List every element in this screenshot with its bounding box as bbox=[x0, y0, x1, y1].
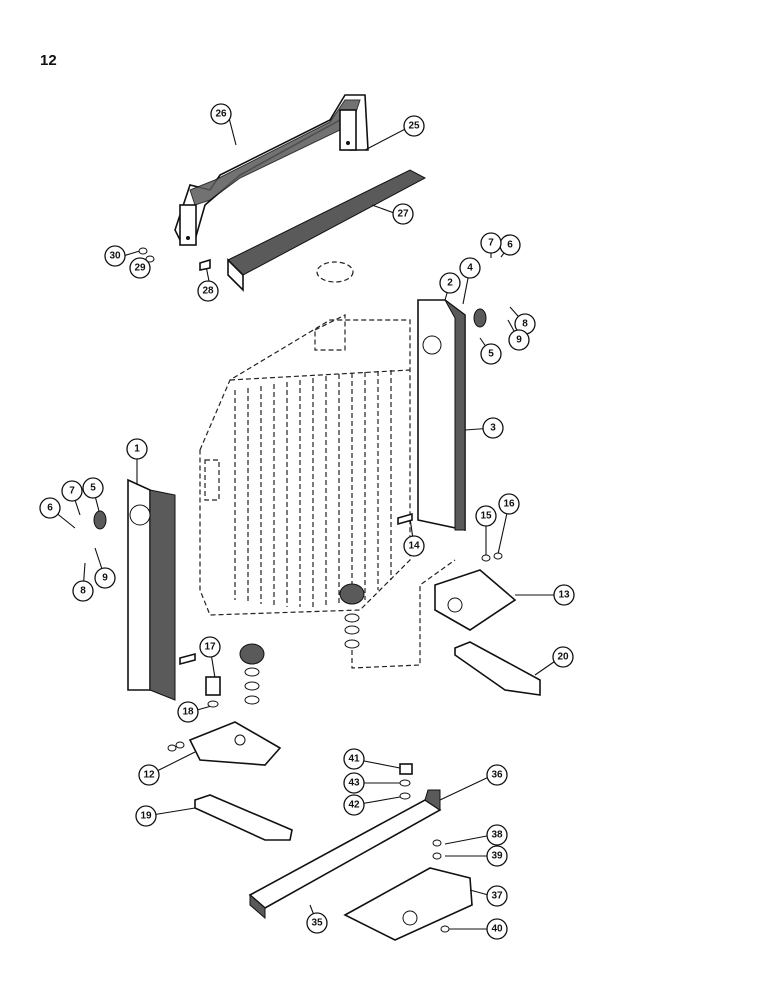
svg-text:16: 16 bbox=[503, 499, 515, 510]
svg-text:38: 38 bbox=[491, 830, 503, 841]
svg-text:27: 27 bbox=[397, 209, 409, 220]
callout-6: 6 bbox=[499, 234, 521, 256]
callout-26: 26 bbox=[210, 103, 232, 125]
callout-9-left: 9 bbox=[94, 567, 116, 589]
callout-43: 43 bbox=[343, 772, 365, 794]
callout-9: 9 bbox=[508, 329, 530, 351]
radiator-core bbox=[199, 314, 411, 616]
callout-37: 37 bbox=[486, 885, 508, 907]
callout-12: 12 bbox=[138, 764, 160, 786]
svg-text:28: 28 bbox=[202, 286, 214, 297]
callout-25: 25 bbox=[403, 115, 425, 137]
svg-text:20: 20 bbox=[557, 652, 569, 663]
callout-7-left: 7 bbox=[61, 480, 83, 502]
svg-text:40: 40 bbox=[491, 924, 503, 935]
dashed-path bbox=[351, 559, 456, 669]
svg-text:19: 19 bbox=[140, 811, 152, 822]
left-bracket bbox=[188, 721, 282, 766]
radiator-cap bbox=[316, 261, 354, 283]
svg-text:42: 42 bbox=[348, 800, 360, 811]
callout-30: 30 bbox=[104, 245, 126, 267]
callout-20: 20 bbox=[552, 646, 574, 668]
callout-15: 15 bbox=[475, 505, 497, 527]
callout-1: 1 bbox=[126, 438, 148, 460]
svg-text:15: 15 bbox=[480, 511, 492, 522]
callout-5: 5 bbox=[480, 343, 502, 365]
right-side-panel bbox=[417, 299, 466, 531]
mount-right bbox=[339, 583, 365, 649]
callout-42: 42 bbox=[343, 794, 365, 816]
svg-text:6: 6 bbox=[507, 240, 513, 251]
svg-text:25: 25 bbox=[408, 121, 420, 132]
svg-text:14: 14 bbox=[408, 541, 420, 552]
left-side-panel bbox=[127, 478, 176, 701]
svg-text:2: 2 bbox=[447, 278, 453, 289]
callout-41: 41 bbox=[343, 748, 365, 770]
callout-29: 29 bbox=[129, 257, 151, 279]
callout-36: 36 bbox=[486, 764, 508, 786]
callout-27: 27 bbox=[392, 203, 414, 225]
hardware-bolts bbox=[93, 247, 503, 933]
callout-16: 16 bbox=[498, 493, 520, 515]
svg-text:18: 18 bbox=[182, 707, 194, 718]
callout-5-left: 5 bbox=[82, 477, 104, 499]
callout-35: 35 bbox=[306, 912, 328, 934]
callout-4: 4 bbox=[459, 257, 481, 279]
callout-2: 2 bbox=[439, 272, 461, 294]
callout-39: 39 bbox=[486, 845, 508, 867]
callout-3: 3 bbox=[482, 417, 504, 439]
svg-text:9: 9 bbox=[102, 573, 108, 584]
plate-37 bbox=[343, 867, 473, 941]
svg-text:17: 17 bbox=[204, 642, 216, 653]
svg-text:12: 12 bbox=[143, 770, 155, 781]
page-number: 12 bbox=[40, 52, 57, 69]
svg-text:7: 7 bbox=[69, 486, 75, 497]
svg-text:4: 4 bbox=[467, 263, 473, 274]
plate-19 bbox=[194, 794, 293, 841]
svg-text:13: 13 bbox=[558, 590, 570, 601]
callout-13: 13 bbox=[553, 584, 575, 606]
mount-left bbox=[239, 643, 265, 705]
svg-text:3: 3 bbox=[490, 423, 496, 434]
callout-7: 7 bbox=[480, 232, 502, 254]
svg-text:43: 43 bbox=[348, 778, 360, 789]
svg-text:37: 37 bbox=[491, 891, 503, 902]
callout-8-left: 8 bbox=[72, 580, 94, 602]
svg-text:5: 5 bbox=[488, 349, 494, 360]
callout-6-left: 6 bbox=[39, 497, 61, 519]
callout-17: 17 bbox=[199, 636, 221, 658]
callout-14: 14 bbox=[403, 535, 425, 557]
right-bracket bbox=[434, 569, 517, 631]
bottom-bar bbox=[248, 789, 442, 920]
svg-text:26: 26 bbox=[215, 109, 227, 120]
svg-text:8: 8 bbox=[522, 319, 528, 330]
svg-text:35: 35 bbox=[311, 918, 323, 929]
svg-text:39: 39 bbox=[491, 851, 503, 862]
svg-text:29: 29 bbox=[134, 263, 146, 274]
svg-text:8: 8 bbox=[80, 586, 86, 597]
callout-28: 28 bbox=[197, 280, 219, 302]
callout-40: 40 bbox=[486, 918, 508, 940]
svg-text:36: 36 bbox=[491, 770, 503, 781]
svg-text:1: 1 bbox=[134, 444, 140, 455]
svg-text:30: 30 bbox=[109, 251, 121, 262]
plate-20 bbox=[454, 641, 541, 696]
callout-38: 38 bbox=[486, 824, 508, 846]
foam-strip-27 bbox=[227, 169, 427, 292]
svg-text:6: 6 bbox=[47, 503, 53, 514]
callout-18: 18 bbox=[177, 701, 199, 723]
callout-19: 19 bbox=[135, 805, 157, 827]
svg-text:41: 41 bbox=[348, 754, 360, 765]
top-support-bar bbox=[174, 94, 369, 246]
svg-text:5: 5 bbox=[90, 483, 96, 494]
svg-text:7: 7 bbox=[488, 238, 494, 249]
svg-text:9: 9 bbox=[516, 335, 522, 346]
